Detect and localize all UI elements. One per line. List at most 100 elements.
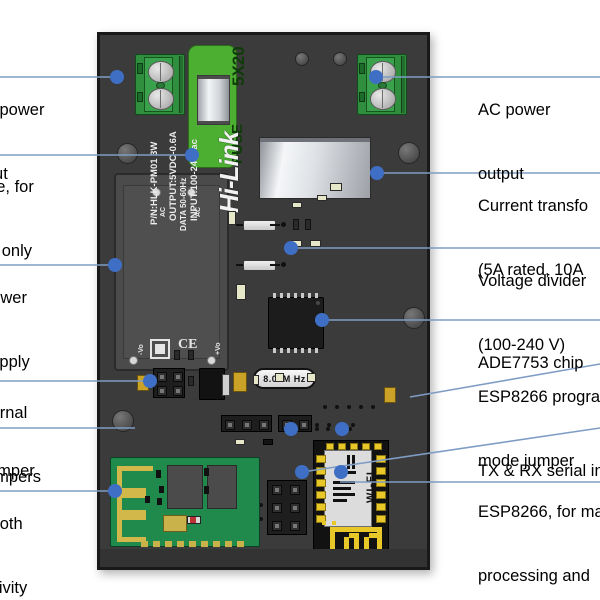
mounting-hole-mid-right (403, 307, 425, 329)
via-6 (315, 423, 319, 427)
via-3 (347, 405, 351, 409)
jumper-header-single[interactable] (278, 415, 312, 432)
callout-current-transformer-line2: (5A rated, 10A (478, 260, 584, 279)
callout-jumper: umper (0, 419, 35, 525)
smd-res-c (253, 375, 259, 385)
psu-ce-mark-icon: CE (178, 337, 198, 352)
bluetooth-smd-6 (204, 486, 209, 494)
bluetooth-red-led (190, 517, 196, 523)
callout-current-transformer-line1: Current transfo (478, 197, 589, 216)
smd-res-d (275, 373, 284, 382)
callout-tx-rx-serial-input: TX & RX serial in (478, 419, 600, 525)
psu-pin-4 (207, 356, 216, 365)
mounting-hole-top-left (117, 143, 138, 164)
smd-cap-f (228, 211, 236, 225)
bluetooth-smd-5 (204, 468, 209, 476)
mounting-hole-top-center2 (333, 52, 347, 66)
fuse-glass (196, 75, 230, 126)
current-transformer (259, 137, 371, 199)
callout-jumper-line1: umper (0, 462, 35, 481)
internal-jumper-header[interactable] (153, 368, 185, 398)
bluetooth-antenna-feed (139, 466, 153, 471)
voltage-regulator-sot (199, 368, 230, 400)
smd-cap-g (236, 284, 246, 300)
smd-res-f (188, 376, 194, 386)
fuse-holder[interactable]: 5X20 FUSE (188, 45, 248, 168)
tx-rx-serial-header[interactable] (267, 480, 307, 535)
psu-pin-1 (152, 188, 161, 197)
callout-esp8266-main-line2: processing and (478, 566, 595, 585)
voltage-divider-resistor-2 (236, 260, 286, 271)
callout-esp8266-prog-line2: mode jumper (478, 451, 575, 470)
bluetooth-smd-1 (156, 470, 161, 478)
callout-ac-power-output: AC power output (478, 58, 550, 227)
callout-dc-power-supply-line1: power (0, 289, 27, 308)
esp8266-programming-pads[interactable] (315, 427, 359, 433)
callout-internal-jumpers: ternal umpers (0, 361, 41, 530)
bluetooth-antenna-trace-2 (117, 488, 146, 520)
callout-esp8266-prog-line1: ESP8266 progra (478, 388, 600, 407)
psu-pin-3 (129, 356, 138, 365)
callout-fuse-demo-only-line1: se, for (0, 178, 34, 197)
callout-bluetooth-connectivity: tooth ctivity (0, 472, 27, 600)
smd-cap-i (263, 439, 273, 445)
bluetooth-crystal-pad (163, 515, 187, 532)
callout-esp8266-programming-mode-jumper: ESP8266 progra mode jumper (478, 345, 600, 514)
smd-cap-b (291, 240, 302, 247)
callout-bluetooth-connectivity-line1: tooth (0, 515, 23, 534)
esp8266-rf-shield: WI-FI (324, 450, 377, 527)
smd-res-a (293, 219, 299, 230)
callout-voltage-divider-line1: Voltage divider (478, 272, 587, 291)
psu-square-mark-icon (150, 339, 170, 359)
bluetooth-smd-2 (159, 486, 164, 493)
psu-spec-pn: P/N:HLK-PM01 3W (149, 141, 160, 225)
bluetooth-castellations (111, 541, 261, 548)
callout-fuse-demo-only: se, for o only (0, 135, 34, 304)
callout-ade7753-chip: ADE7753 chip (478, 311, 584, 417)
board-bottom-edge (100, 549, 427, 567)
internal-jumper-gold-pad (137, 375, 149, 391)
bluetooth-smd-3 (145, 496, 150, 503)
via-1 (323, 405, 327, 409)
callout-internal-jumpers-line1: ternal (0, 404, 28, 423)
esp8266-silk-dot-2 (332, 521, 336, 525)
hilink-power-supply-module: AC AC Hi-Link INPUT:100-240Vac DATA 50-6… (114, 131, 244, 371)
ade7753-chip (268, 293, 324, 353)
gold-pad-right (384, 387, 396, 403)
via-4 (359, 405, 363, 409)
callout-esp8266-main-line1: ESP8266, for ma (478, 503, 600, 522)
callout-ac-power-output-line1: AC power (478, 101, 551, 120)
psu-brand: Hi-Link (214, 131, 244, 213)
psu-pin-2 (187, 188, 196, 197)
psu-vo-minus: -Vo (138, 344, 145, 355)
callout-ac-power-output-line2: output (478, 164, 524, 183)
callout-fuse-demo-only-line2: o only (1, 241, 33, 260)
via-10 (259, 503, 263, 507)
bluetooth-smd-4 (157, 498, 162, 505)
callout-tx-rx-line1: TX & RX serial in (478, 462, 600, 481)
esp8266-silk-dot-1 (322, 521, 326, 525)
psu-spec-output: OUTPUT:5VDC-0.6A (168, 131, 179, 221)
esp8266-module: WI-FI (313, 440, 389, 558)
jumper-header-row[interactable] (221, 415, 272, 432)
via-2 (335, 405, 339, 409)
smd-cap-h (235, 439, 245, 445)
smd-cap-a (292, 202, 302, 208)
callout-bluetooth-connectivity-line2: ctivity (0, 578, 28, 597)
smd-res-h (188, 350, 194, 360)
bluetooth-module (110, 457, 260, 547)
smd-cap-d (317, 195, 327, 201)
callout-dc-power-supply-line2: supply (0, 352, 30, 371)
psu-spec-freq: DATA 50-60Hz (179, 177, 188, 231)
via-7 (327, 423, 331, 427)
via-11 (259, 517, 263, 521)
callout-internal-jumpers-line2: umpers (0, 467, 42, 486)
ac-input-terminal-block[interactable] (135, 54, 185, 115)
bluetooth-shield-can-1 (167, 465, 203, 509)
ac-output-terminal-block[interactable] (357, 54, 407, 115)
callout-voltage-divider: Voltage divider (100-240 V) (478, 229, 586, 398)
callout-ac-power-input-line1: AC power (0, 101, 45, 120)
bluetooth-shield-can-2 (207, 465, 237, 509)
smd-res-e (307, 373, 316, 382)
